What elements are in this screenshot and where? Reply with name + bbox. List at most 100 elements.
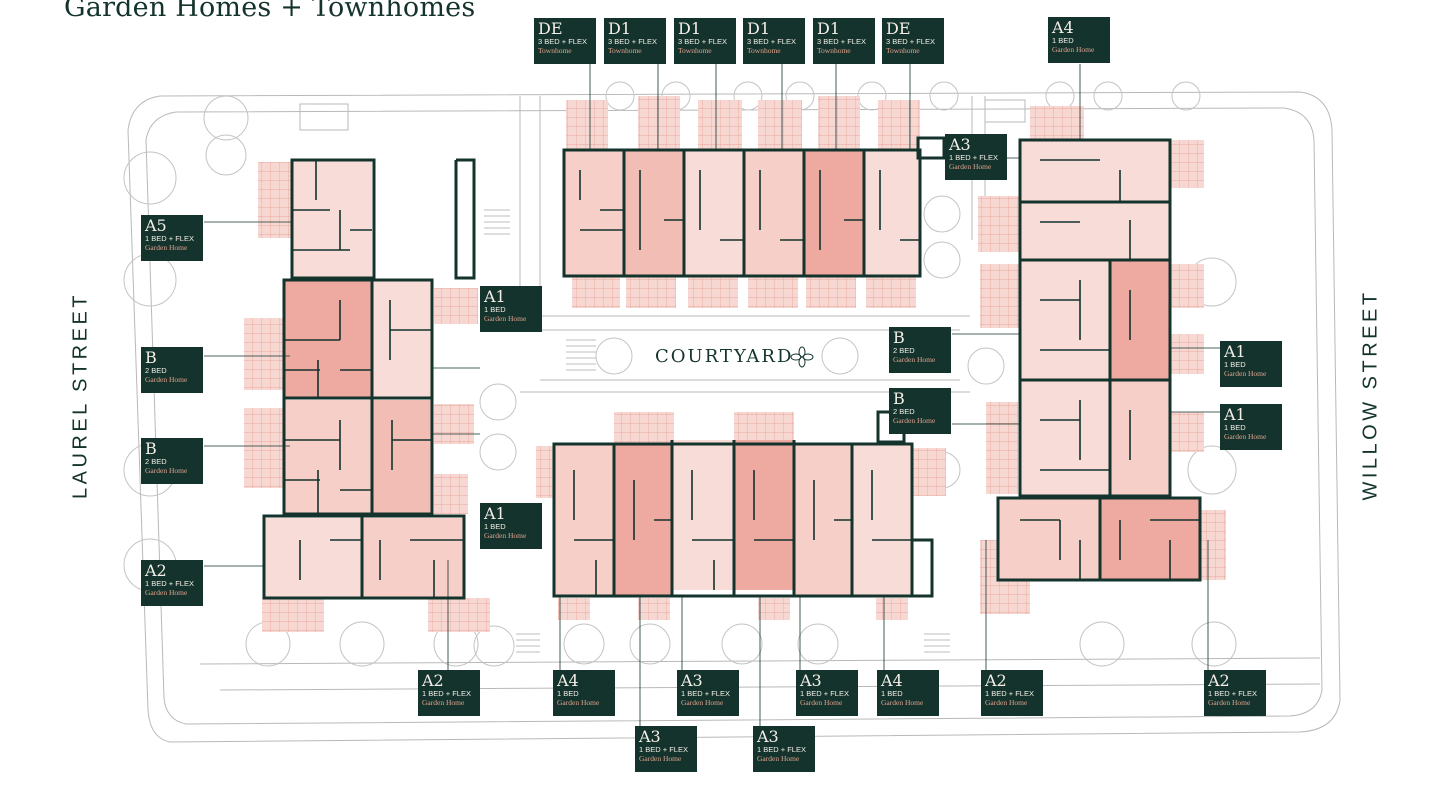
- unit-type: Garden Home: [757, 754, 800, 763]
- unit-tag[interactable]: D1 3 BED + FLEX Townhome: [813, 18, 875, 64]
- unit-tag[interactable]: A5 1 BED + FLEX Garden Home: [141, 215, 203, 261]
- unit-type: Garden Home: [639, 754, 682, 763]
- unit-tag[interactable]: A3 1 BED + FLEX Garden Home: [635, 726, 697, 772]
- unit-beds: 2 BED: [145, 366, 167, 375]
- unit-type: Garden Home: [145, 375, 188, 384]
- unit-beds: 1 BED + FLEX: [800, 689, 849, 698]
- unit-code: A3: [757, 727, 779, 746]
- unit-tag[interactable]: A2 1 BED + FLEX Garden Home: [1204, 670, 1266, 716]
- street-label-laurel: LAUREL STREET: [69, 291, 92, 500]
- unit-tag[interactable]: A4 1 BED Garden Home: [1048, 17, 1110, 63]
- unit-tag[interactable]: A3 1 BED + FLEX Garden Home: [753, 726, 815, 772]
- unit-tag[interactable]: A1 1 BED Garden Home: [1220, 341, 1282, 387]
- unit-tag[interactable]: A1 1 BED Garden Home: [1220, 404, 1282, 450]
- courtyard-label: COURTYARD: [655, 346, 794, 367]
- unit-tag[interactable]: D1 3 BED + FLEX Townhome: [604, 18, 666, 64]
- unit-code: B: [145, 348, 157, 367]
- unit-type: Townhome: [538, 46, 572, 55]
- unit-type: Garden Home: [881, 698, 924, 707]
- page-title: Garden Homes + Townhomes: [64, 0, 476, 23]
- unit-beds: 2 BED: [893, 407, 915, 416]
- unit-type: Townhome: [817, 46, 851, 55]
- unit-code: A4: [1052, 18, 1074, 37]
- unit-tag[interactable]: B 2 BED Garden Home: [889, 388, 951, 434]
- unit-tag[interactable]: B 2 BED Garden Home: [141, 347, 203, 393]
- unit-beds: 2 BED: [145, 457, 167, 466]
- unit-tag[interactable]: A3 1 BED + FLEX Garden Home: [677, 670, 739, 716]
- unit-code: DE: [538, 19, 563, 38]
- unit-tag[interactable]: D1 3 BED + FLEX Townhome: [674, 18, 736, 64]
- unit-type: Garden Home: [681, 698, 724, 707]
- unit-code: A2: [985, 671, 1007, 690]
- unit-code: A3: [949, 135, 971, 154]
- unit-beds: 1 BED + FLEX: [985, 689, 1034, 698]
- courtyard-ornament: [790, 346, 814, 368]
- unit-tag[interactable]: A3 1 BED + FLEX Garden Home: [796, 670, 858, 716]
- unit-type: Garden Home: [1224, 369, 1267, 378]
- unit-code: D1: [817, 19, 841, 38]
- unit-code: A3: [681, 671, 703, 690]
- leader-lines: [204, 64, 1220, 728]
- unit-type: Garden Home: [422, 698, 465, 707]
- unit-beds: 1 BED: [1224, 423, 1246, 432]
- unit-beds: 1 BED + FLEX: [1208, 689, 1257, 698]
- unit-type: Garden Home: [557, 698, 600, 707]
- unit-beds: 3 BED + FLEX: [747, 37, 796, 46]
- unit-beds: 1 BED: [557, 689, 579, 698]
- unit-tag[interactable]: B 2 BED Garden Home: [889, 327, 951, 373]
- unit-code: A3: [800, 671, 822, 690]
- unit-beds: 1 BED: [484, 522, 506, 531]
- unit-type: Garden Home: [484, 314, 527, 323]
- unit-code: A2: [145, 561, 167, 580]
- unit-code: A1: [484, 287, 506, 306]
- unit-beds: 1 BED: [881, 689, 903, 698]
- unit-tag[interactable]: DE 3 BED + FLEX Townhome: [534, 18, 596, 64]
- unit-tag[interactable]: B 2 BED Garden Home: [141, 438, 203, 484]
- unit-type: Garden Home: [1224, 432, 1267, 441]
- unit-code: B: [145, 439, 157, 458]
- unit-type: Garden Home: [893, 355, 936, 364]
- unit-tag[interactable]: A1 1 BED Garden Home: [480, 503, 542, 549]
- unit-code: D1: [747, 19, 771, 38]
- unit-beds: 3 BED + FLEX: [678, 37, 727, 46]
- interior-partitions: [284, 159, 1200, 598]
- unit-type: Garden Home: [893, 416, 936, 425]
- unit-beds: 3 BED + FLEX: [608, 37, 657, 46]
- unit-type: Garden Home: [949, 162, 992, 171]
- unit-code: A1: [484, 504, 506, 523]
- unit-beds: 1 BED + FLEX: [422, 689, 471, 698]
- unit-type: Townhome: [886, 46, 920, 55]
- unit-beds: 1 BED + FLEX: [145, 579, 194, 588]
- unit-beds: 3 BED + FLEX: [817, 37, 866, 46]
- unit-code: B: [893, 328, 905, 347]
- unit-beds: 1 BED + FLEX: [639, 745, 688, 754]
- street-label-willow: WILLOW STREET: [1359, 289, 1382, 501]
- unit-tag[interactable]: A3 1 BED + FLEX Garden Home: [945, 134, 1007, 180]
- unit-tag[interactable]: A4 1 BED Garden Home: [553, 670, 615, 716]
- unit-beds: 1 BED + FLEX: [681, 689, 730, 698]
- unit-type: Garden Home: [145, 466, 188, 475]
- unit-tag[interactable]: D1 3 BED + FLEX Townhome: [743, 18, 805, 64]
- unit-tag[interactable]: A2 1 BED + FLEX Garden Home: [418, 670, 480, 716]
- unit-beds: 3 BED + FLEX: [538, 37, 587, 46]
- unit-code: A2: [1208, 671, 1230, 690]
- unit-code: DE: [886, 19, 911, 38]
- unit-tag[interactable]: A2 1 BED + FLEX Garden Home: [141, 560, 203, 606]
- unit-beds: 1 BED: [1224, 360, 1246, 369]
- unit-fills: [264, 140, 1200, 598]
- unit-type: Garden Home: [1208, 698, 1251, 707]
- unit-code: A3: [639, 727, 661, 746]
- unit-tag[interactable]: A4 1 BED Garden Home: [877, 670, 939, 716]
- unit-tag[interactable]: A2 1 BED + FLEX Garden Home: [981, 670, 1043, 716]
- unit-code: A4: [557, 671, 579, 690]
- unit-type: Garden Home: [985, 698, 1028, 707]
- unit-beds: 3 BED + FLEX: [886, 37, 935, 46]
- unit-tag[interactable]: DE 3 BED + FLEX Townhome: [882, 18, 944, 64]
- unit-code: D1: [678, 19, 702, 38]
- unit-code: A1: [1224, 405, 1246, 424]
- patios: [244, 96, 1226, 632]
- unit-beds: 1 BED + FLEX: [145, 234, 194, 243]
- unit-tag[interactable]: A1 1 BED Garden Home: [480, 286, 542, 332]
